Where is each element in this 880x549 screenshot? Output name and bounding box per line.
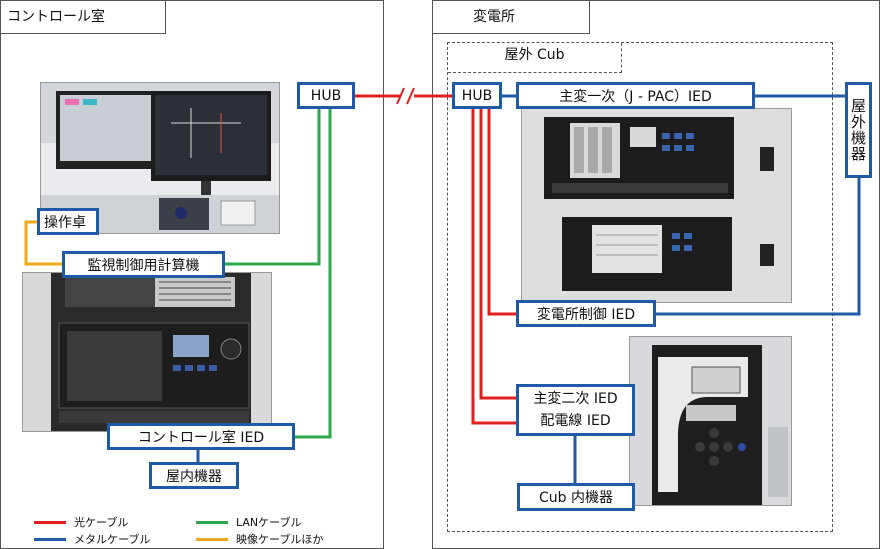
substation-control-ied-label: 変電所制御 IED — [516, 300, 656, 327]
main-primary-ied-label: 主変一次（J - PAC）IED — [516, 82, 755, 109]
legend-fiber: 光ケーブル — [34, 514, 128, 530]
main-secondary-distribution-ied-label: 主変二次 IED 配電線 IED — [516, 384, 635, 436]
legend-video-label: 映像ケーブルほか — [236, 533, 324, 546]
outdoor-cub-title: 屋外 Cub — [448, 43, 622, 73]
distribution-ied-label: 配電線 IED — [540, 413, 611, 429]
main-secondary-ied-label: 主変二次 IED — [533, 391, 618, 407]
outdoor-cub-frame — [447, 42, 833, 532]
legend-video-swatch — [196, 537, 228, 541]
control-room-title: コントロール室 — [0, 0, 166, 34]
legend-video: 映像ケーブルほか — [196, 531, 323, 547]
hub-control-room: HUB — [297, 82, 355, 109]
hub-substation: HUB — [452, 82, 502, 109]
legend-metal: メタルケーブル — [34, 531, 150, 547]
legend-fiber-label: 光ケーブル — [74, 516, 129, 529]
control-room-rack-photo — [22, 272, 272, 432]
operator-desk-label: 操作卓 — [37, 208, 99, 235]
main-primary-ied-photo — [521, 108, 792, 303]
control-room-ied-label: コントロール室 IED — [107, 423, 295, 450]
legend-metal-label: メタルケーブル — [74, 533, 151, 546]
legend-lan-swatch — [196, 520, 228, 524]
legend-fiber-swatch — [34, 520, 66, 524]
legend-lan-label: LANケーブル — [236, 516, 302, 529]
cub-internal-equipment-label: Cub 内機器 — [517, 483, 635, 511]
supervisory-computer-label: 監視制御用計算機 — [62, 251, 225, 278]
cub-internal-ied-photo — [629, 336, 792, 506]
legend-lan: LANケーブル — [196, 514, 301, 530]
indoor-equipment-label: 屋内機器 — [149, 462, 239, 489]
outdoor-equipment-label: 屋外機器 — [845, 82, 872, 178]
legend-metal-swatch — [34, 537, 66, 541]
substation-title: 変電所 — [432, 0, 590, 34]
